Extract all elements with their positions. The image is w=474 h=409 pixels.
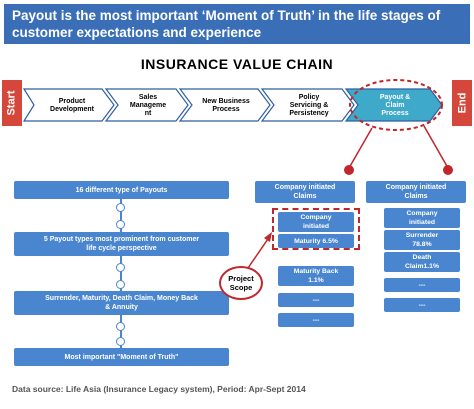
flow-node-4 xyxy=(116,280,125,289)
col2-header-line1: Company initiated xyxy=(385,184,447,191)
left-flow-box-4: Most important "Moment of Truth" xyxy=(14,348,229,366)
col1-cell-2-line1: Maturity 6.5% xyxy=(294,237,338,245)
chain-step-4-line2: Servicing & xyxy=(289,102,329,109)
col2-cell-1-line1: Company xyxy=(406,210,438,217)
col1-header-line1: Company initiated xyxy=(274,184,336,191)
col1-cell-2: Maturity 6.5% xyxy=(278,234,354,248)
end-tab: End xyxy=(452,80,472,126)
flow-node-5 xyxy=(116,322,125,331)
red-connector-left xyxy=(348,127,373,169)
project-scope-line1: Project xyxy=(228,274,254,283)
col1-cell-1: Company initiated xyxy=(278,212,354,232)
chain-title: INSURANCE VALUE CHAIN xyxy=(140,56,334,72)
scope-arrow-line xyxy=(247,235,271,269)
col2-header-line2: Claims xyxy=(404,193,428,200)
left-flow-connector xyxy=(120,197,122,352)
payout-highlight-ellipse xyxy=(349,79,443,131)
start-tab: Start xyxy=(2,80,22,126)
col2-cell-5: --- xyxy=(384,298,460,312)
col2-cell-4: --- xyxy=(384,278,460,292)
col2-cell-5-line1: --- xyxy=(418,301,426,309)
left-flow-text-3b: & Annuity xyxy=(105,304,138,311)
col1-cell-3-line2: 1.1% xyxy=(308,277,324,284)
left-flow-text-2a: 5 Payout types most prominent from custo… xyxy=(43,236,200,243)
col1-cell-4-line1: --- xyxy=(312,296,320,304)
chain-step-5-line3: Process xyxy=(381,110,409,117)
left-flow-text-2b: life cycle perspective xyxy=(86,245,157,252)
chain-step-5-line1: Payout & xyxy=(379,94,411,101)
flow-node-1 xyxy=(116,203,125,212)
title-line-1: Payout is the most important ‘Moment of … xyxy=(12,8,441,23)
chain-step-2-line1: Sales xyxy=(138,94,158,101)
red-dot-left xyxy=(344,165,354,175)
chain-step-5-line2: Claim xyxy=(385,102,405,109)
col2-cell-2: Surrender 78.8% xyxy=(384,230,460,250)
left-flow-box-3: Surrender, Maturity, Death Claim, Money … xyxy=(14,291,229,315)
chevron-product-development xyxy=(22,88,115,122)
col1-cell-4: --- xyxy=(278,293,354,307)
left-flow-text-1: 16 different type of Payouts xyxy=(75,186,168,194)
scope-arrow-head xyxy=(264,232,272,242)
flow-node-3 xyxy=(116,263,125,272)
project-scope-line2: Scope xyxy=(229,283,253,292)
chain-step-2-line3: nt xyxy=(144,110,152,117)
chevron-sales-management xyxy=(104,88,189,122)
flow-node-2 xyxy=(116,220,125,229)
left-flow-box-1: 16 different type of Payouts xyxy=(14,181,229,199)
col2-cell-4-line1: --- xyxy=(418,281,426,289)
col1-header-line2: Claims xyxy=(293,193,317,200)
col1-cell-5: --- xyxy=(278,313,354,327)
col2-cell-2-line2: 78.8% xyxy=(412,241,432,248)
col1-cell-3: Maturity Back 1.1% xyxy=(278,266,354,286)
project-scope-dashed-box xyxy=(272,208,360,250)
chain-step-4-line3: Persistency xyxy=(289,110,329,117)
title-banner: Payout is the most important ‘Moment of … xyxy=(4,4,470,44)
col1-cell-5-line1: --- xyxy=(312,316,320,324)
chain-step-3-line1: New Business xyxy=(202,98,250,105)
col1-cell-1-line1: Company xyxy=(300,214,332,221)
title-line-2: customer expectations and experience xyxy=(12,25,262,40)
red-connector-right xyxy=(423,125,449,169)
chain-step-1-line2: Development xyxy=(50,106,94,113)
chain-step-3-line2: Process xyxy=(212,106,240,113)
flow-node-6 xyxy=(116,337,125,346)
chain-step-2-line2: Manageme xyxy=(129,102,167,109)
chevron-new-business xyxy=(178,88,271,122)
left-flow-text-3a: Surrender, Maturity, Death Claim, Money … xyxy=(45,295,198,302)
col2-cell-1-line2: initiated xyxy=(408,219,436,226)
col2-cell-3-line1: Death xyxy=(412,254,432,261)
chain-step-1-line1: Product xyxy=(58,98,86,105)
chain-step-4-line1: Policy xyxy=(298,94,320,101)
chevron-policy-servicing xyxy=(260,88,355,122)
col2-cell-2-line1: Surrender xyxy=(405,232,439,239)
col1-cell-1-line2: initiated xyxy=(302,223,330,230)
red-dot-right xyxy=(443,165,453,175)
left-flow-box-2: 5 Payout types most prominent from custo… xyxy=(14,232,229,256)
col2-cell-1: Company initiated xyxy=(384,208,460,228)
data-source-footer: Data source: Life Asia (Insurance Legacy… xyxy=(12,384,306,394)
left-flow-text-4: Most important "Moment of Truth" xyxy=(64,353,179,361)
col2-cell-3-line2: Claim1.1% xyxy=(404,263,439,270)
col1-cell-3-line1: Maturity Back xyxy=(293,268,339,275)
